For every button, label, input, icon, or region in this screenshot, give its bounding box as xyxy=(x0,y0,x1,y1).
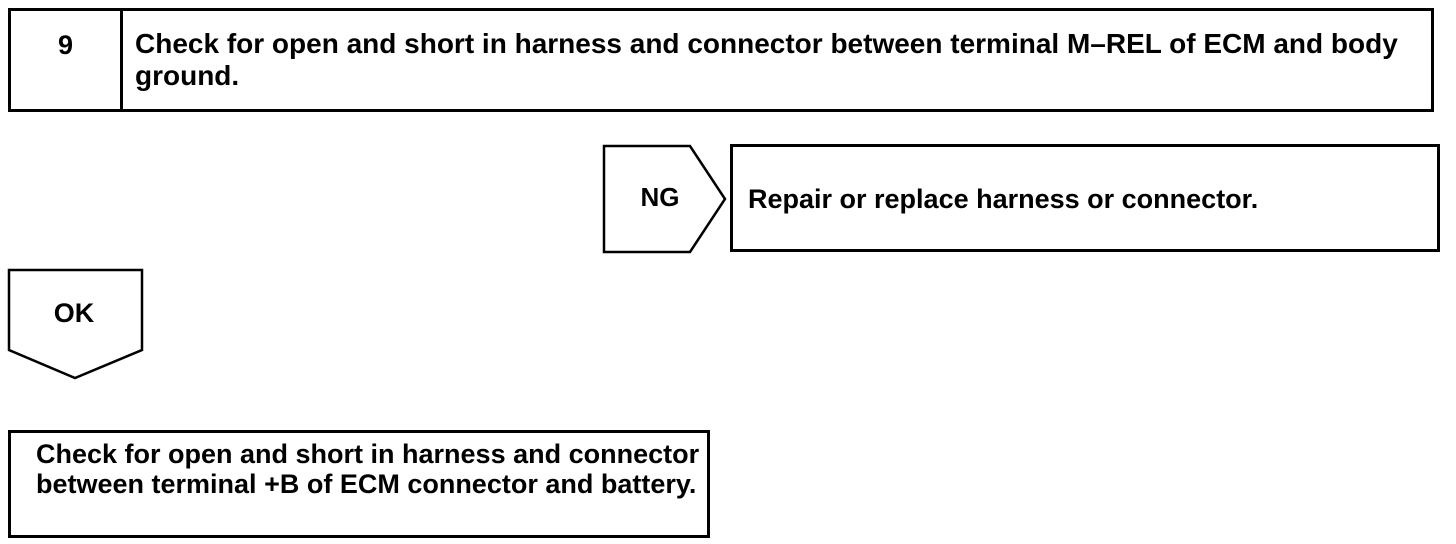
ng-label: NG xyxy=(640,182,680,212)
next-step-box xyxy=(8,430,710,538)
ng-arrow-shape xyxy=(602,144,727,254)
repair-action-text: Repair or replace harness or connector. xyxy=(748,184,1259,214)
next-step-text: Check for open and short in harness and … xyxy=(36,439,700,499)
step-title: Check for open and short in harness and … xyxy=(135,28,1398,91)
ok-arrow-shape xyxy=(7,268,144,380)
ok-label: OK xyxy=(53,298,95,328)
step-divider xyxy=(120,8,123,112)
step-box xyxy=(8,8,1434,112)
step-number: 9 xyxy=(57,30,74,60)
repair-action-box xyxy=(730,144,1440,252)
